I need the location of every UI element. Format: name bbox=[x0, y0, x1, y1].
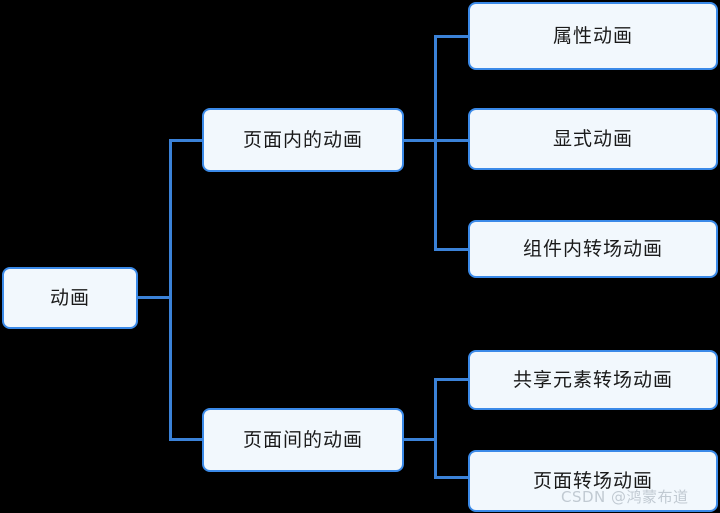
node-in-page-animation[interactable]: 页面内的动画 bbox=[202, 108, 404, 172]
node-component-transition-animation[interactable]: 组件内转场动画 bbox=[468, 220, 718, 278]
connector-between-pages-child-2 bbox=[434, 476, 469, 479]
node-root-animation-label: 动画 bbox=[49, 286, 90, 309]
node-in-page-animation-label: 页面内的动画 bbox=[242, 128, 363, 151]
node-explicit-animation[interactable]: 显式动画 bbox=[468, 108, 718, 170]
watermark-text: CSDN @鸿蒙布道 bbox=[561, 488, 689, 506]
connector-in-page-child-2 bbox=[434, 139, 469, 142]
node-root-animation[interactable]: 动画 bbox=[2, 267, 138, 329]
node-between-pages-animation-label: 页面间的动画 bbox=[242, 428, 363, 451]
node-property-animation-label: 属性动画 bbox=[552, 24, 633, 47]
connector-root-to-between-pages bbox=[169, 438, 203, 441]
node-property-animation[interactable]: 属性动画 bbox=[468, 2, 718, 70]
connector-in-page-spine bbox=[434, 35, 437, 251]
node-page-transition-animation[interactable]: 页面转场动画 bbox=[468, 450, 718, 512]
connector-root-trunk bbox=[169, 139, 172, 441]
node-explicit-animation-label: 显式动画 bbox=[552, 127, 633, 150]
connector-in-page-stub bbox=[404, 139, 437, 142]
connector-root-stub bbox=[138, 296, 172, 299]
connector-between-pages-child-1 bbox=[434, 378, 469, 381]
connector-between-pages-spine bbox=[434, 378, 437, 479]
node-component-transition-animation-label: 组件内转场动画 bbox=[522, 237, 663, 260]
node-shared-element-transition-animation[interactable]: 共享元素转场动画 bbox=[468, 350, 718, 410]
node-shared-element-transition-animation-label: 共享元素转场动画 bbox=[512, 368, 673, 391]
node-page-transition-animation-label: 页面转场动画 bbox=[532, 469, 653, 492]
connector-root-to-in-page bbox=[169, 139, 203, 142]
connector-in-page-child-3 bbox=[434, 248, 469, 251]
node-between-pages-animation[interactable]: 页面间的动画 bbox=[202, 408, 404, 472]
connector-between-pages-stub bbox=[404, 438, 437, 441]
connector-in-page-child-1 bbox=[434, 35, 469, 38]
